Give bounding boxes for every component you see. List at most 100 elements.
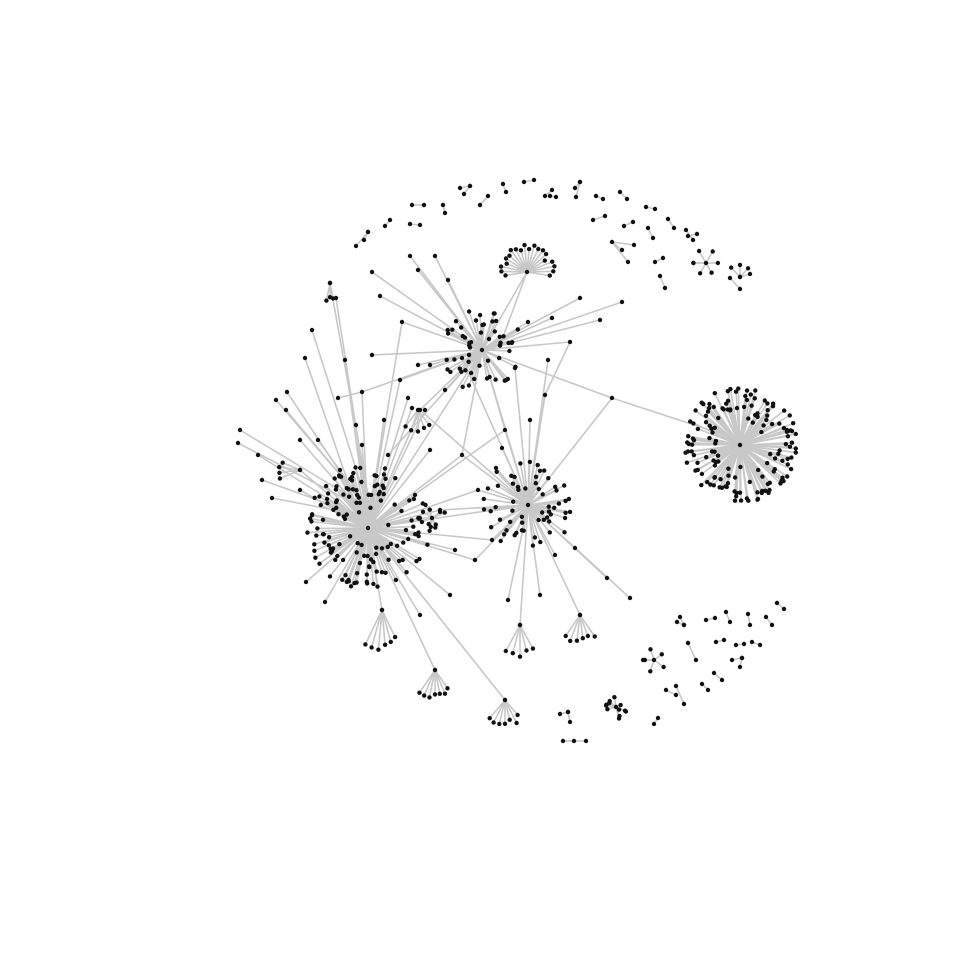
hub-left-leaf (359, 542, 364, 548)
link-edge (329, 282, 372, 513)
hub-center-leaf (537, 468, 543, 473)
hub-left-leaf (383, 476, 388, 481)
fan-c-edge (504, 699, 518, 724)
peripheral-node (407, 253, 413, 259)
peripheral-node (627, 595, 633, 601)
hub-right-leaf (744, 388, 750, 393)
hub-right-edge (706, 444, 741, 483)
hub-top-edge (470, 349, 483, 374)
hub-center-edge (527, 461, 531, 506)
peripheral-node (359, 389, 365, 395)
isolated-node (619, 247, 625, 253)
hub-left-edge (367, 527, 383, 549)
fan-e-edge (576, 614, 581, 641)
hub-side-leaf (426, 521, 431, 527)
hub-center-leaf (540, 492, 545, 497)
hub-center-leaf (481, 496, 486, 502)
hub-right-leaf (748, 392, 753, 397)
isolated-node (713, 639, 719, 645)
hub-center-leaf (504, 528, 509, 533)
peripheral-node (493, 465, 499, 471)
hub-top-leaf (513, 364, 518, 369)
isolated-node (711, 670, 717, 676)
hub-left-leaf (365, 553, 370, 559)
peripheral-node (475, 487, 481, 493)
hub-right-leaf (761, 423, 766, 428)
hub-left-leaf (340, 557, 346, 563)
hub-right-leaf (793, 446, 798, 451)
isolated-node (737, 274, 743, 280)
hub-right-leaf (691, 438, 697, 443)
hub-center-leaf (497, 517, 503, 522)
isolated-node (353, 243, 359, 249)
peripheral-node (609, 395, 615, 401)
hub-top-leaf (453, 319, 459, 324)
hub-right-leaf (734, 405, 740, 411)
isolated-node (457, 185, 463, 191)
peripheral-node (527, 417, 533, 423)
hub-right-edge (739, 414, 791, 446)
isolated-node (382, 223, 388, 229)
hub-left-leaf (335, 553, 340, 559)
isolated-node (565, 709, 571, 715)
isolated-node (573, 194, 579, 200)
hub-right-leaf (765, 481, 771, 487)
hub-right-leaf (732, 475, 738, 480)
peripheral-node (397, 377, 403, 383)
hub-right-leaf (746, 498, 751, 503)
hub-left-leaf (325, 501, 330, 506)
hub-right-edge (739, 410, 785, 446)
peripheral-node (303, 579, 309, 585)
hub-left-leaf (392, 502, 397, 507)
isolated-node (739, 655, 745, 661)
fan-d-leaf (524, 648, 529, 653)
hub-right-leaf (778, 481, 783, 486)
hub-top-leaf (468, 370, 474, 376)
isolated-node (657, 273, 663, 279)
fan-b-edge (423, 669, 436, 696)
hub-right-edge (708, 403, 741, 446)
hub-center-edge (499, 504, 529, 521)
peripheral-node (572, 545, 578, 551)
hub-left-leaf (324, 496, 330, 502)
fan-a-edge (370, 609, 383, 648)
hub-top-edge (447, 349, 483, 371)
hub-left-leaf (312, 542, 317, 547)
hub-left-edge (355, 527, 369, 553)
fan-b-leaf (427, 695, 432, 700)
hub-left-leaf (334, 498, 339, 503)
isolated-node (719, 677, 725, 683)
isolated-node (557, 711, 563, 717)
hub-right-leaf (770, 404, 776, 409)
peripheral-node (409, 405, 415, 411)
hub-right-leaf (736, 386, 741, 391)
peripheral-node (412, 492, 418, 498)
hub-small-top-leaf (552, 264, 557, 269)
hub-left-leaf (346, 577, 351, 583)
hub-right-edge (705, 415, 741, 446)
hub-center-edge (527, 504, 534, 546)
hub-left-leaf (386, 522, 391, 528)
hub-mini-bottom-leaf (659, 652, 664, 657)
hub-small-top-leaf (503, 256, 509, 261)
isolated-node (421, 202, 427, 208)
hub-right-leaf (750, 420, 755, 425)
hub-right-leaf (759, 429, 764, 435)
hub-left-leaf (327, 574, 333, 579)
peripheral-node (309, 327, 315, 333)
hub-center-leaf (533, 481, 538, 486)
hub-right-leaf (768, 451, 773, 457)
fan-b-edge (434, 669, 446, 694)
peripheral-node (381, 417, 387, 423)
hub-left-leaf (346, 494, 352, 499)
hub-left-leaf (364, 572, 369, 577)
isolated-node (663, 687, 669, 693)
hub-left-edge (367, 527, 372, 560)
isolated-node (685, 640, 691, 646)
isolated-node (757, 642, 763, 648)
hub-right-leaf (693, 408, 698, 413)
hub-top-leaf (450, 327, 455, 332)
hub-right-leaf (695, 467, 700, 473)
hub-center-leaf (527, 459, 533, 465)
hub-top-leaf (459, 325, 464, 330)
